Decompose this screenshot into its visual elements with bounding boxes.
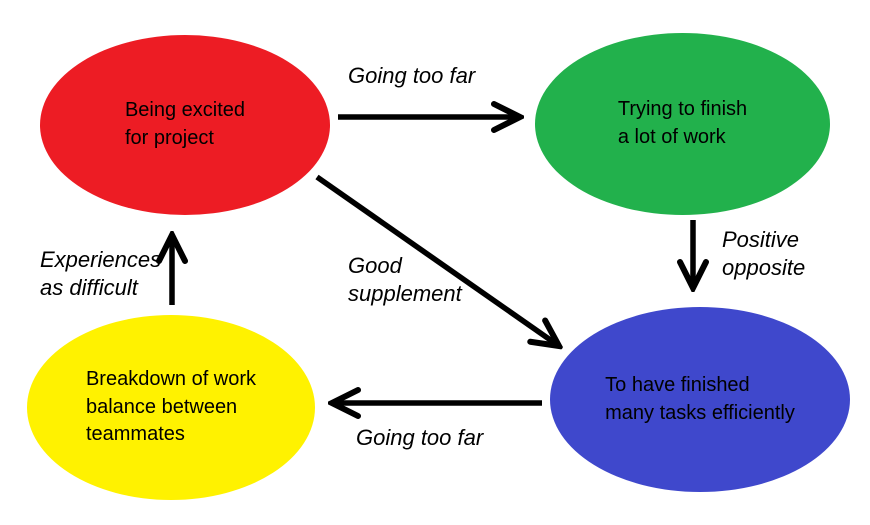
- edge-label-going-too-far-bottom: Going too far: [356, 425, 484, 450]
- node-breakdown-work-balance: Breakdown of work balance between teamma…: [27, 315, 315, 500]
- node-trying-to-finish: Trying to finish a lot of work: [535, 33, 830, 215]
- edge-label-good-supplement: Good supplement: [348, 253, 462, 306]
- node-finished-tasks-label: To have finished many tasks efficiently: [605, 373, 795, 424]
- node-breakdown-work-balance-label: Breakdown of work balance between teamma…: [85, 368, 257, 446]
- edge-label-going-too-far-top: Going too far: [348, 63, 476, 88]
- node-trying-to-finish-label: Trying to finish a lot of work: [617, 98, 748, 148]
- node-finished-tasks: To have finished many tasks efficiently: [550, 307, 850, 492]
- node-being-excited: Being excited for project: [40, 35, 330, 215]
- edge-label-positive-opposite: Positive opposite: [722, 227, 806, 280]
- edge-label-experiences-as-difficult: Experiences as difficult: [40, 247, 162, 300]
- node-being-excited-label: Being excited for project: [124, 99, 246, 149]
